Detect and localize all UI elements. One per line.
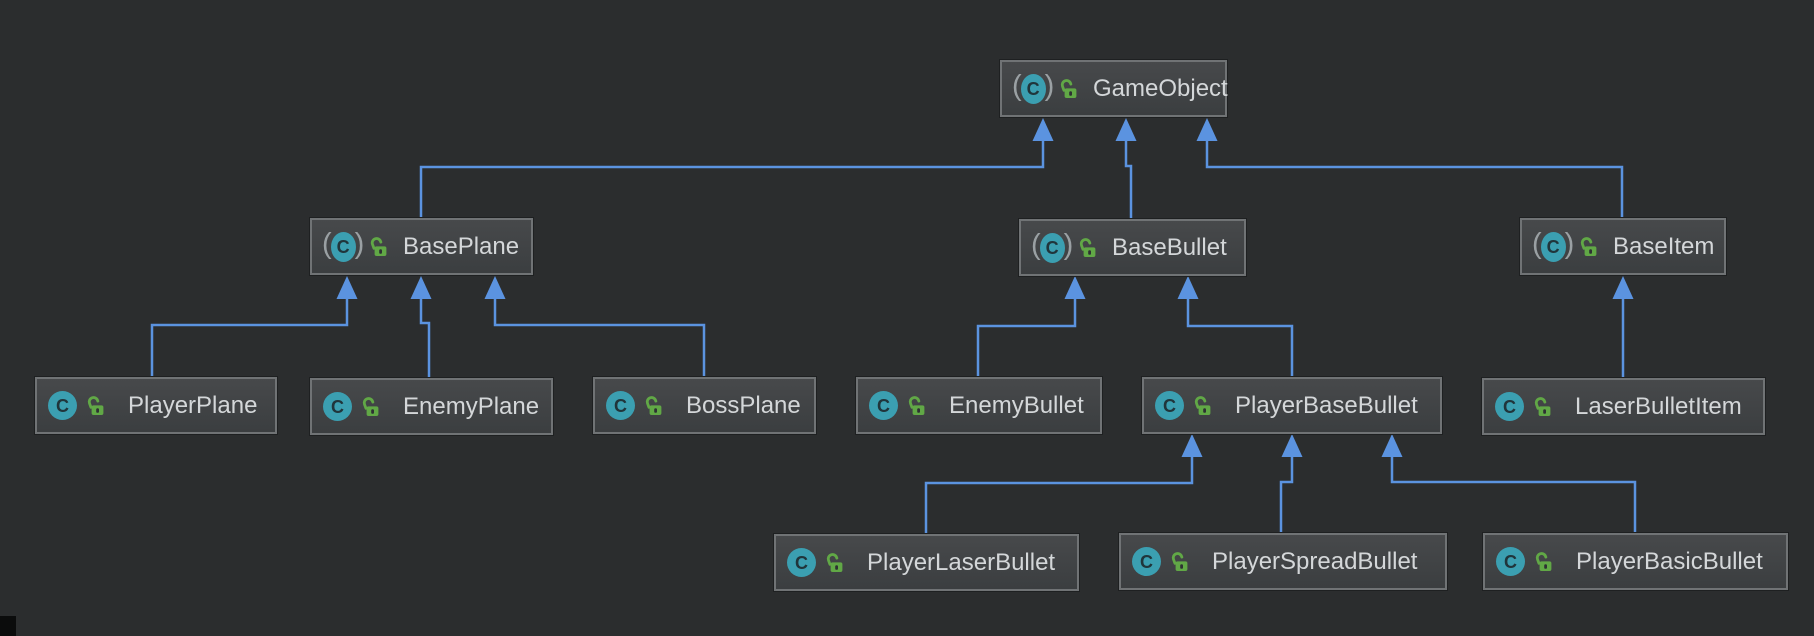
open-lock-icon bbox=[1193, 394, 1212, 416]
class-node-enemybullet[interactable]: C EnemyBullet bbox=[856, 377, 1102, 434]
edge-playerbasicbullet-playerbasebullet bbox=[1390, 457, 1637, 534]
edge-basebullet-gameobject bbox=[1124, 141, 1133, 220]
open-lock-icon bbox=[1579, 235, 1599, 257]
open-lock-icon bbox=[1170, 550, 1189, 572]
open-lock-icon bbox=[86, 394, 105, 416]
edge-enemybullet-basebullet bbox=[976, 299, 1077, 378]
class-icon: C bbox=[1495, 392, 1561, 421]
abstract-class-icon: (C) bbox=[1012, 72, 1079, 104]
class-icon: C bbox=[1132, 547, 1198, 576]
class-name-label: BaseItem bbox=[1613, 232, 1715, 260]
abstract-class-icon: (C) bbox=[322, 230, 389, 262]
class-icon: C bbox=[787, 548, 853, 577]
class-name-label: PlayerPlane bbox=[128, 391, 258, 419]
up-arrowhead-icon bbox=[1115, 118, 1137, 141]
class-name-label: PlayerLaserBullet bbox=[867, 548, 1056, 576]
edge-bossplane-baseplane bbox=[493, 299, 706, 378]
open-lock-icon bbox=[1078, 236, 1098, 258]
edge-enemyplane-baseplane bbox=[419, 299, 431, 379]
class-name-label: BasePlane bbox=[403, 232, 520, 260]
window-corner-notch bbox=[0, 616, 16, 636]
class-node-playerplane[interactable]: C PlayerPlane bbox=[35, 377, 277, 434]
open-lock-icon bbox=[1534, 550, 1553, 572]
open-lock-icon bbox=[907, 394, 926, 416]
edge-baseitem-gameobject bbox=[1205, 141, 1624, 219]
up-arrowhead-icon bbox=[1196, 118, 1218, 141]
class-name-label: EnemyBullet bbox=[949, 391, 1084, 419]
up-arrowhead-icon bbox=[1612, 276, 1634, 299]
class-name-label: BaseBullet bbox=[1112, 233, 1227, 261]
open-lock-icon bbox=[1533, 395, 1552, 417]
up-arrowhead-icon bbox=[1032, 118, 1054, 141]
class-name-label: PlayerSpreadBullet bbox=[1212, 547, 1418, 575]
class-name-label: LaserBulletItem bbox=[1575, 392, 1742, 420]
class-node-playerlaserbullet[interactable]: C PlayerLaserBullet bbox=[774, 534, 1079, 591]
class-node-basebullet[interactable]: (C) BaseBullet bbox=[1019, 219, 1246, 276]
class-node-bossplane[interactable]: C BossPlane bbox=[593, 377, 816, 434]
class-node-playerspreadbullet[interactable]: C PlayerSpreadBullet bbox=[1119, 533, 1447, 590]
open-lock-icon bbox=[825, 551, 844, 573]
class-name-label: PlayerBasicBullet bbox=[1576, 547, 1763, 575]
class-node-playerbasicbullet[interactable]: C PlayerBasicBullet bbox=[1483, 533, 1788, 590]
class-node-baseplane[interactable]: (C) BasePlane bbox=[310, 218, 533, 275]
class-icon: C bbox=[323, 392, 389, 421]
class-node-laserbulletitem[interactable]: C LaserBulletItem bbox=[1482, 378, 1765, 435]
open-lock-icon bbox=[361, 395, 380, 417]
open-lock-icon bbox=[1059, 77, 1079, 99]
class-name-label: GameObject bbox=[1093, 74, 1228, 102]
class-name-label: BossPlane bbox=[686, 391, 801, 419]
edge-baseplane-gameobject bbox=[419, 141, 1045, 219]
edge-playerbasebullet-basebullet bbox=[1186, 299, 1294, 378]
class-name-label: EnemyPlane bbox=[403, 392, 540, 420]
class-node-playerbasebullet[interactable]: C PlayerBaseBullet bbox=[1142, 377, 1442, 434]
up-arrowhead-icon bbox=[484, 276, 506, 299]
class-node-enemyplane[interactable]: C EnemyPlane bbox=[310, 378, 553, 435]
edge-playerplane-baseplane bbox=[150, 299, 349, 378]
class-icon: C bbox=[869, 391, 935, 420]
class-icon: C bbox=[48, 391, 114, 420]
up-arrowhead-icon bbox=[1064, 276, 1086, 299]
edge-playerspreadbullet-playerbasebullet bbox=[1279, 457, 1294, 534]
class-node-gameobject[interactable]: (C) GameObject bbox=[1000, 60, 1228, 117]
open-lock-icon bbox=[369, 235, 389, 257]
class-icon: C bbox=[606, 391, 672, 420]
abstract-class-icon: (C) bbox=[1031, 231, 1098, 263]
class-icon: C bbox=[1496, 547, 1562, 576]
abstract-class-icon: (C) bbox=[1532, 230, 1599, 262]
edge-playerlaserbullet-playerbasebullet bbox=[924, 457, 1194, 535]
up-arrowhead-icon bbox=[1177, 276, 1199, 299]
class-node-baseitem[interactable]: (C) BaseItem bbox=[1520, 218, 1726, 275]
class-name-label: PlayerBaseBullet bbox=[1235, 391, 1418, 419]
open-lock-icon bbox=[644, 394, 663, 416]
up-arrowhead-icon bbox=[1181, 434, 1203, 457]
class-icon: C bbox=[1155, 391, 1221, 420]
up-arrowhead-icon bbox=[336, 276, 358, 299]
up-arrowhead-icon bbox=[1281, 434, 1303, 457]
up-arrowhead-icon bbox=[1381, 434, 1403, 457]
up-arrowhead-icon bbox=[410, 276, 432, 299]
